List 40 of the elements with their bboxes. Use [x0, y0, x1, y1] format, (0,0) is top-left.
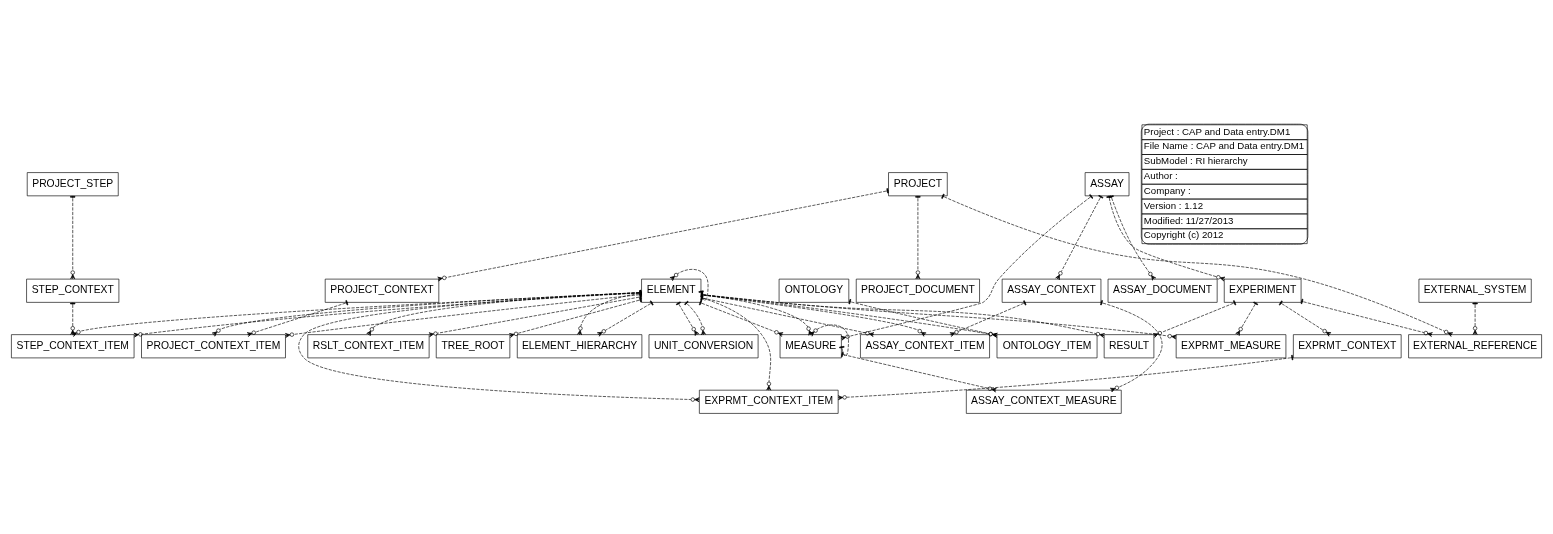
connector — [70, 195, 76, 279]
connector — [675, 301, 700, 336]
node-box: UNIT_CONVERSION — [648, 333, 759, 358]
node-box: EXPRMT_MEASURE — [1175, 333, 1287, 358]
connector — [684, 300, 706, 335]
label: Modified: 11/27/2013 — [1143, 214, 1234, 226]
label: Version : 1.12 — [1143, 199, 1204, 211]
connector — [840, 193, 1094, 340]
connector — [915, 195, 921, 279]
connector — [1106, 195, 1226, 281]
node-box: EXPRMT_CONTEXT_ITEM — [699, 389, 839, 414]
connector — [669, 268, 709, 301]
label: Copyright (c) 2012 — [1143, 228, 1224, 240]
node-box: RESULT — [1103, 333, 1155, 358]
connector — [949, 299, 1027, 337]
label: Project : CAP and Data entry.DM1 — [1143, 125, 1291, 136]
node-box: RSLT_CONTEXT_ITEM — [307, 333, 430, 358]
label: SubModel : RI hierarchy — [1143, 154, 1248, 166]
connector — [437, 187, 889, 281]
label: Author : — [1143, 169, 1178, 181]
label: Company : — [1143, 184, 1191, 196]
connector — [698, 299, 784, 337]
connector — [596, 299, 654, 337]
connector — [1278, 300, 1332, 337]
connector — [837, 354, 1294, 400]
connector — [1055, 194, 1104, 280]
connector — [1472, 301, 1478, 335]
node-box: PROJECT_DOCUMENT — [855, 278, 980, 303]
connector — [941, 193, 1454, 337]
connector — [1235, 301, 1259, 336]
connector — [848, 298, 998, 338]
connector — [1300, 298, 1433, 337]
connector — [1100, 299, 1163, 392]
label: File Name : CAP and Data entry.DM1 — [1143, 139, 1305, 151]
node-box: TREE_ROOT — [435, 333, 511, 358]
connector — [1152, 299, 1237, 338]
node-box: ASSAY_DOCUMENT — [1107, 278, 1218, 303]
connector — [1108, 194, 1157, 281]
connector — [841, 351, 997, 392]
connector — [246, 299, 349, 337]
